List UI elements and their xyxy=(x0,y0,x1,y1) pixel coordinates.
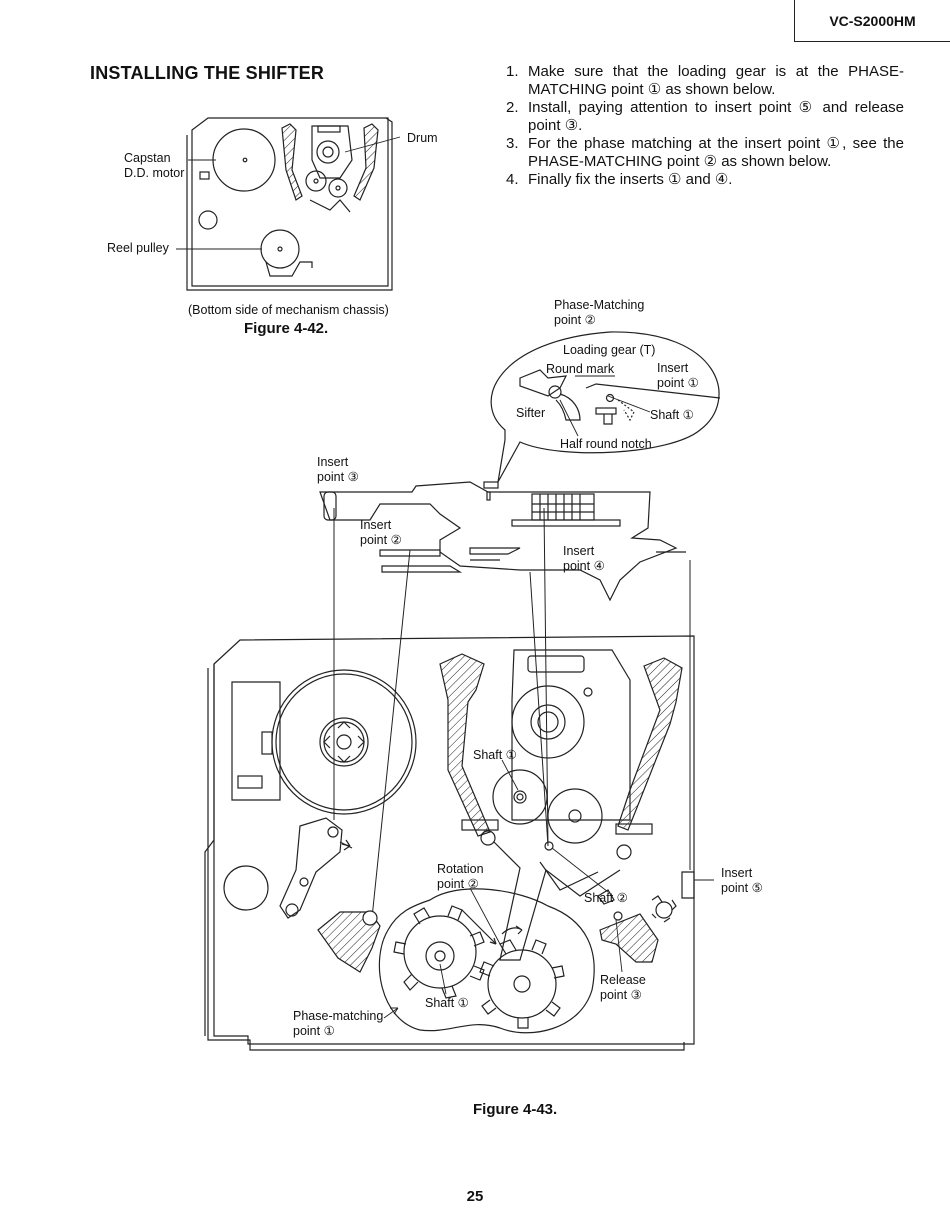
dd-motor-label: D.D. motor xyxy=(124,166,185,180)
section-title: INSTALLING THE SHIFTER xyxy=(90,63,325,83)
insert-point-5-line1: Insert xyxy=(721,866,753,880)
round-mark-label: Round mark xyxy=(546,362,615,376)
page-number: 25 xyxy=(466,1188,484,1205)
insert-point-5-line2: point ⑤ xyxy=(721,881,763,895)
sifter-label: Sifter xyxy=(516,406,546,420)
insert-point-2-line1: Insert xyxy=(360,518,392,532)
drum-label: Drum xyxy=(407,131,438,145)
step-item: 4.Finally fix the inserts ① and ④. xyxy=(506,171,733,188)
chassis-drawing xyxy=(204,635,695,1051)
detail-insert-label-line1: Insert xyxy=(657,361,689,375)
release-point-line2: point ③ xyxy=(600,988,642,1002)
model-header-box: VC-S2000HM xyxy=(794,0,950,42)
figure-4-43-caption: Figure 4-43. xyxy=(473,1101,558,1118)
figure-4-42-drawing xyxy=(176,117,401,291)
shaft-1-top-label: Shaft ① xyxy=(473,748,517,762)
step-item: 2.Install, paying attention to insert po… xyxy=(506,99,904,134)
insert-point-3-line2: point ③ xyxy=(317,470,359,484)
detail-shaft-label: Shaft ① xyxy=(650,408,694,422)
step-item: 1.Make sure that the loading gear is at … xyxy=(506,63,904,98)
reel-pulley-label: Reel pulley xyxy=(107,241,169,255)
model-number: VC-S2000HM xyxy=(829,13,916,29)
insert-point-2-line2: point ② xyxy=(360,533,402,547)
phase-matching-label-line2: point ② xyxy=(554,313,596,327)
rotation-point-line1: Rotation xyxy=(437,862,484,876)
figure-4-42-caption: Figure 4-42. xyxy=(244,320,329,337)
label-leader-lines xyxy=(383,759,714,1019)
phase-matching-label-line1: Phase-Matching xyxy=(554,298,645,312)
rotation-point-line2: point ② xyxy=(437,877,479,891)
half-round-notch-label: Half round notch xyxy=(560,437,652,451)
capstan-label: Capstan xyxy=(124,151,171,165)
detail-insert-label-line2: point ① xyxy=(657,376,699,390)
insert-point-4-line2: point ④ xyxy=(563,559,605,573)
shaft-1-bottom-label: Shaft ① xyxy=(425,996,469,1010)
phase-matching-point-line1: Phase-matching xyxy=(293,1009,384,1023)
phase-matching-point-line2: point ① xyxy=(293,1024,335,1038)
shifter-part-drawing xyxy=(319,481,686,602)
loading-gear-detail xyxy=(490,331,721,483)
instruction-steps: 1.Make sure that the loading gear is at … xyxy=(506,63,904,189)
gear-right xyxy=(479,939,565,1029)
step-item: 3.For the phase matching at the insert p… xyxy=(506,135,904,170)
loading-gear-label: Loading gear (T) xyxy=(563,343,656,357)
figure-4-42-subcaption: (Bottom side of mechanism chassis) xyxy=(188,303,389,317)
alignment-guide-lines xyxy=(333,507,691,919)
insert-point-4-line1: Insert xyxy=(563,544,595,558)
shaft-2-label: Shaft ② xyxy=(584,891,628,905)
release-point-line1: Release xyxy=(600,973,646,987)
insert-point-3-line1: Insert xyxy=(317,455,349,469)
gear-left xyxy=(393,905,485,999)
